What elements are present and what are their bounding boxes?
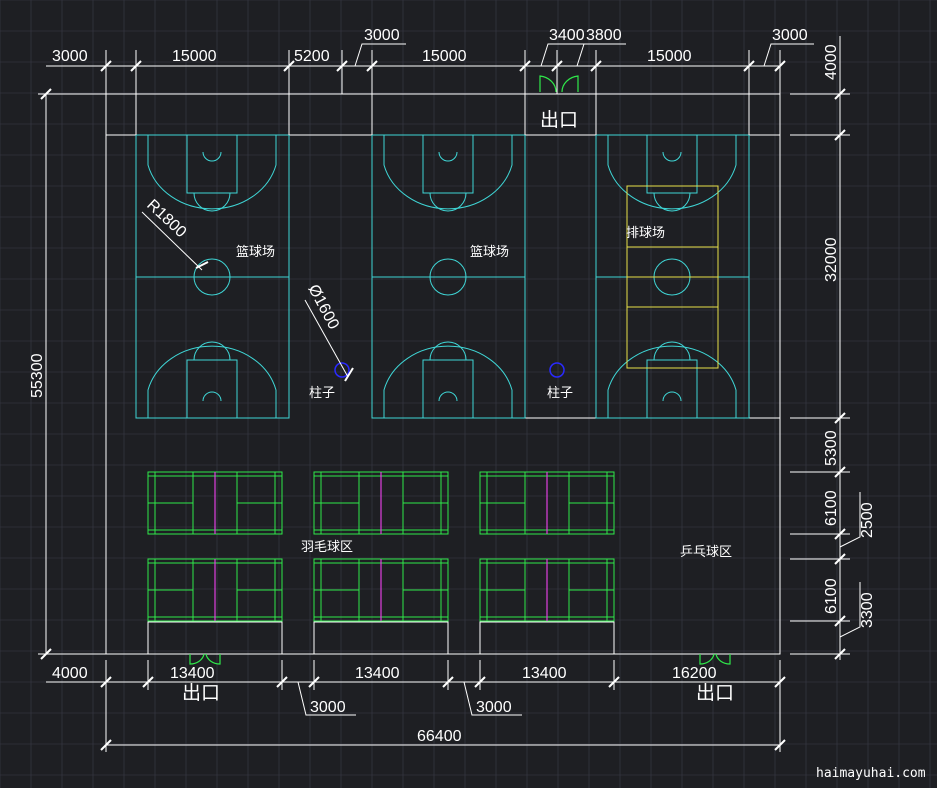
top-dim-1: 3000 bbox=[52, 48, 88, 65]
top-dim-4: 3000 bbox=[364, 27, 400, 44]
badminton-court-2 bbox=[313, 471, 449, 535]
pingpong-area-label: 乒乓球区 bbox=[680, 545, 732, 560]
left-dim-total: 55300 bbox=[29, 353, 46, 398]
top-dim-8: 15000 bbox=[647, 48, 692, 65]
bottom-dim-2: 13400 bbox=[170, 665, 215, 682]
badminton-court-6 bbox=[479, 558, 615, 622]
bottom-dim-4: 13400 bbox=[522, 665, 567, 682]
bottom-dim-1: 4000 bbox=[52, 665, 88, 682]
right-dim-5: 2500 bbox=[859, 502, 876, 538]
dimension-lines bbox=[38, 36, 861, 752]
right-dim-2: 32000 bbox=[823, 237, 840, 282]
volleyball-court bbox=[626, 185, 719, 369]
basketball-court-label-2: 篮球场 bbox=[470, 245, 509, 260]
badminton-court-4 bbox=[147, 558, 283, 622]
bottom-gap-1: 3000 bbox=[310, 699, 346, 716]
column-label-2: 柱子 bbox=[547, 386, 573, 401]
right-dim-3: 5300 bbox=[823, 430, 840, 466]
basketball-court-1 bbox=[135, 134, 290, 419]
badminton-area-label: 羽毛球区 bbox=[301, 540, 353, 555]
building-outline bbox=[105, 93, 781, 655]
volleyball-court-label: 排球场 bbox=[626, 226, 665, 241]
badminton-area-outline bbox=[147, 621, 615, 654]
bottom-gap-2: 3000 bbox=[476, 699, 512, 716]
bottom-dim-5: 16200 bbox=[672, 665, 717, 682]
right-dim-7: 3300 bbox=[859, 592, 876, 628]
badminton-courts bbox=[147, 471, 615, 622]
top-dim-2: 15000 bbox=[172, 48, 217, 65]
badminton-court-3 bbox=[479, 471, 615, 535]
basketball-court-3 bbox=[595, 134, 750, 419]
basketball-court-2 bbox=[371, 134, 526, 419]
top-dim-6: 3400 bbox=[549, 27, 585, 44]
watermark: haimayuhai.com bbox=[816, 766, 926, 781]
diameter-tick bbox=[344, 367, 354, 382]
exit-door-top bbox=[539, 75, 579, 93]
dimension-ticks bbox=[40, 60, 846, 751]
top-dim-5: 15000 bbox=[422, 48, 467, 65]
exit-door-bottom-right bbox=[699, 653, 731, 665]
right-dim-1: 4000 bbox=[823, 44, 840, 80]
diameter-leader bbox=[304, 299, 349, 378]
radius-tick bbox=[195, 261, 209, 269]
column-1 bbox=[334, 362, 350, 378]
bottom-dim-3: 13400 bbox=[355, 665, 400, 682]
exit-label-bottom-right: 出口 bbox=[696, 682, 734, 704]
exit-label-top: 出口 bbox=[540, 109, 578, 131]
column-label-1: 柱子 bbox=[309, 386, 335, 401]
badminton-court-1 bbox=[147, 471, 283, 535]
top-dim-7: 3800 bbox=[586, 27, 622, 44]
top-dim-9: 3000 bbox=[772, 27, 808, 44]
column-2 bbox=[549, 362, 565, 378]
court-zone-outline bbox=[106, 134, 781, 418]
radius-leader bbox=[141, 211, 203, 271]
right-dim-4: 6100 bbox=[823, 490, 840, 526]
exit-door-bottom-left bbox=[189, 653, 221, 665]
exit-label-bottom-left: 出口 bbox=[182, 682, 220, 704]
badminton-court-5 bbox=[313, 558, 449, 622]
top-dim-3: 5200 bbox=[294, 48, 330, 65]
bottom-dim-total: 66400 bbox=[417, 728, 462, 745]
basketball-court-label-1: 篮球场 bbox=[236, 245, 275, 260]
right-dim-6: 6100 bbox=[823, 578, 840, 614]
